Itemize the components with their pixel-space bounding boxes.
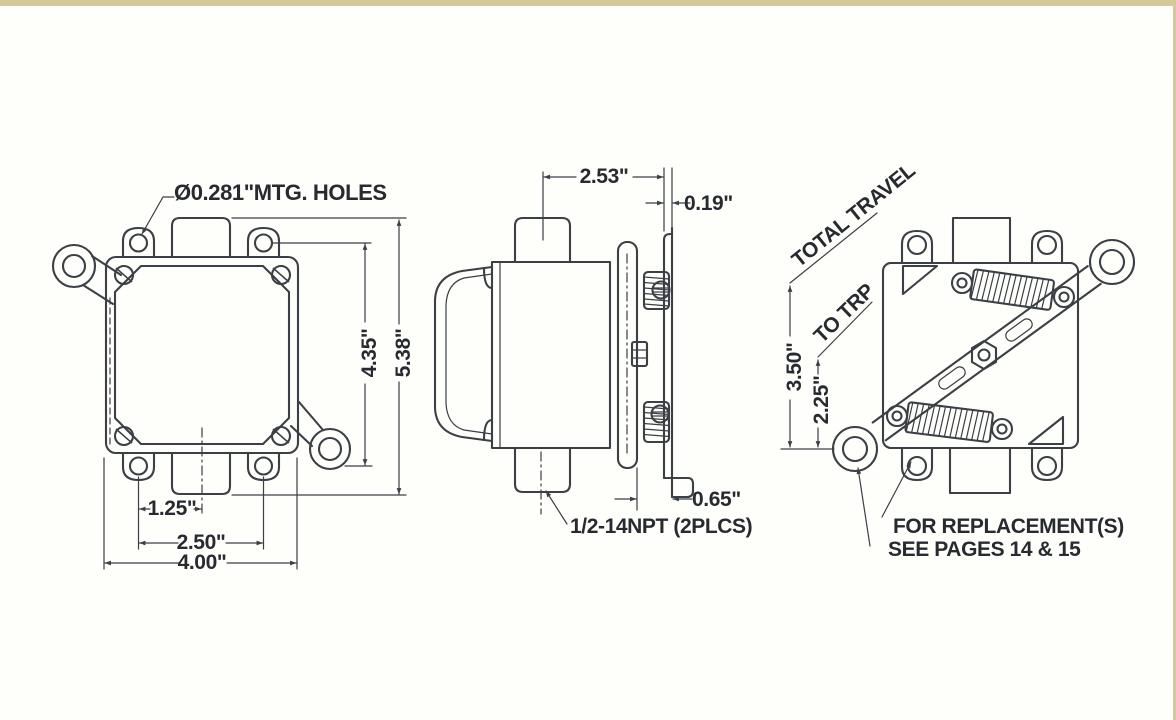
top-border-band: [0, 0, 1176, 6]
spring-side-bottom: [642, 400, 671, 444]
mounting-hole: [253, 233, 274, 253]
right-border-band: [1173, 0, 1176, 720]
enclosure-body: [104, 255, 300, 455]
mounting-hole: [128, 233, 149, 253]
depth-dim-label: 2.53": [580, 165, 629, 188]
total-travel-label: TOTAL TRAVEL: [788, 159, 920, 272]
mounting-bracket: [662, 226, 695, 499]
cover-screws: [113, 264, 292, 447]
side-view: [433, 216, 695, 515]
spring-side-top: [642, 270, 671, 311]
actuator-plate: [616, 240, 639, 470]
tension-spring-bottom: [885, 401, 1014, 443]
width-holes-dim-label: 2.50": [177, 531, 226, 554]
mounting-hole: [128, 456, 149, 476]
width-total-dim-label: 4.00": [178, 551, 227, 574]
mounting-hole: [253, 456, 274, 476]
bracket-gap-dim-label: 0.65": [692, 488, 741, 511]
replacement-note-line2: SEE PAGES 14 & 15: [888, 538, 1081, 561]
tension-spring-top: [950, 268, 1076, 311]
height-holes-dim-label: 4.35": [358, 329, 381, 378]
lever-head-top-left: [51, 243, 123, 306]
enclosure-back: [881, 261, 1080, 450]
travel-dim-label: 3.50": [783, 343, 806, 392]
conduit-hub-bottom: [513, 446, 572, 494]
cover-plate: [113, 264, 291, 446]
lever-head-bottom-right: [289, 400, 352, 471]
bracket-thickness-dim-label: 0.19": [684, 192, 733, 215]
replacement-note-line1: FOR REPLACEMENT(S): [893, 515, 1124, 538]
to-trip-label: TO TRP: [809, 279, 879, 347]
mtg-holes-label: Ø0.281"MTG. HOLES: [174, 180, 387, 205]
trip-dim-label: 2.25": [810, 376, 833, 425]
front-view: [51, 216, 352, 517]
width-half-dim-label: 1.25": [148, 497, 197, 520]
dimension-lines: [103, 167, 912, 570]
mechanism-view: [831, 216, 1136, 495]
enclosure-side: [490, 260, 612, 450]
height-total-dim-label: 5.38": [392, 329, 415, 378]
conduit-note-label: 1/2-14NPT (2PLCS): [570, 515, 752, 538]
